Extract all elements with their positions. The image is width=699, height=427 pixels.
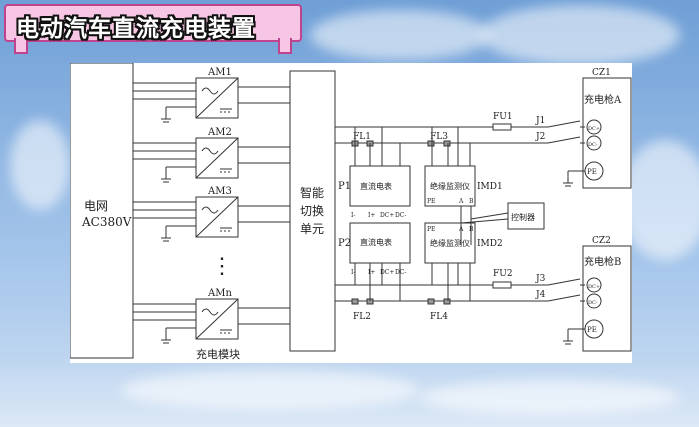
fuse-fu2 bbox=[492, 281, 512, 289]
grid-label-2: AC380V bbox=[81, 215, 132, 229]
cloud bbox=[480, 5, 680, 65]
module-label: AM3 bbox=[207, 186, 232, 197]
imd1-b: B bbox=[469, 198, 474, 205]
grid-label-1: 电网 bbox=[84, 199, 108, 213]
circuit-diagram: 电网 AC380V AM1 AM2 AM3 ⋮ AM bbox=[69, 62, 632, 361]
imd2-pe: PE bbox=[427, 226, 435, 233]
controller-box bbox=[507, 202, 545, 230]
imd2-label: IMD2 bbox=[477, 239, 503, 249]
gun-b-dc-plus: DC+ bbox=[588, 284, 600, 290]
gun-a-pe: PE bbox=[587, 168, 597, 176]
module-am1: AM1 bbox=[133, 67, 290, 123]
term: DC- bbox=[395, 212, 406, 219]
imd1-a: A bbox=[458, 198, 464, 205]
j2-label: J2 bbox=[535, 132, 545, 142]
cz2-label: CZ2 bbox=[592, 236, 611, 246]
imd1-label: IMD1 bbox=[477, 182, 503, 192]
fuse-fu1 bbox=[492, 123, 512, 131]
charge-gun-a-box bbox=[582, 77, 632, 189]
term: I+ bbox=[368, 212, 375, 219]
module-caption: 充电模块 bbox=[196, 347, 240, 361]
cz1-label: CZ1 bbox=[592, 68, 611, 78]
filter-fl4: FL4 bbox=[427, 298, 451, 322]
j1-label: J1 bbox=[535, 116, 545, 126]
cloud bbox=[310, 10, 490, 60]
cloud bbox=[10, 120, 70, 210]
term: I- bbox=[351, 212, 355, 219]
gun-b-label: 充电枪B bbox=[584, 255, 621, 268]
term: DC+ bbox=[380, 212, 394, 219]
filter-fl2: FL2 bbox=[351, 298, 374, 322]
page-title: 电动汽车直流充电装置 bbox=[16, 16, 256, 42]
switch-unit-box bbox=[289, 70, 336, 352]
charge-gun-b-box bbox=[582, 245, 632, 352]
module-am2: AM2 bbox=[133, 127, 290, 183]
switch-unit-line-1: 智能 bbox=[300, 185, 324, 200]
switch-unit-line-3: 单元 bbox=[300, 222, 324, 236]
background-wave bbox=[0, 357, 699, 427]
term: I- bbox=[351, 269, 355, 276]
meter-p1-label: 直流电表 bbox=[360, 181, 392, 191]
meter-p2-label: 直流电表 bbox=[360, 237, 392, 247]
cloud bbox=[420, 380, 680, 415]
fl2-label: FL2 bbox=[353, 312, 371, 322]
term: I+ bbox=[368, 269, 375, 276]
switch-unit-line-2: 切换 bbox=[300, 204, 324, 218]
p1-label: P1 bbox=[338, 181, 351, 192]
module-label: AM1 bbox=[207, 67, 232, 78]
term: DC- bbox=[395, 269, 406, 276]
p2-label: P2 bbox=[338, 238, 351, 249]
module-ellipsis: ⋮ bbox=[211, 254, 233, 279]
module-label: AM2 bbox=[207, 127, 232, 138]
gun-b-dc-minus: DC- bbox=[588, 300, 598, 306]
gun-b-pe: PE bbox=[587, 326, 597, 334]
fl3-label: FL3 bbox=[430, 132, 448, 142]
controller-label: 控制器 bbox=[511, 212, 535, 222]
imd1-box bbox=[424, 165, 476, 207]
module-amn: AMn bbox=[133, 288, 290, 344]
diagram-panel: 电网 AC380V AM1 AM2 AM3 ⋮ AM bbox=[69, 62, 632, 363]
cloud bbox=[120, 370, 420, 410]
gun-a-label: 充电枪A bbox=[584, 93, 622, 106]
imd1-pe: PE bbox=[427, 198, 435, 205]
title-banner: 电动汽车直流充电装置 bbox=[4, 4, 302, 54]
imd1-box-label: 绝缘监测仪 bbox=[430, 181, 470, 191]
meter-p2 bbox=[349, 222, 411, 264]
fu1-label: FU1 bbox=[493, 112, 513, 122]
imd2-box-label: 绝缘监测仪 bbox=[430, 238, 470, 248]
fl4-label: FL4 bbox=[430, 312, 448, 322]
imd2-a: A bbox=[458, 226, 464, 233]
gun-a-dc-minus: DC- bbox=[588, 142, 598, 148]
j4-label: J4 bbox=[535, 290, 546, 300]
imd2-box bbox=[424, 222, 476, 264]
module-label: AMn bbox=[207, 288, 232, 299]
fu2-label: FU2 bbox=[493, 269, 513, 279]
fl1-label: FL1 bbox=[353, 132, 371, 142]
filter-fl3: FL3 bbox=[427, 132, 451, 147]
term: DC+ bbox=[380, 269, 394, 276]
gun-a-dc-plus: DC+ bbox=[588, 126, 600, 132]
j3-label: J3 bbox=[535, 274, 546, 284]
meter-p1 bbox=[349, 165, 411, 207]
cloud bbox=[620, 140, 699, 260]
imd2-b: B bbox=[469, 226, 474, 233]
module-am3: AM3 bbox=[133, 186, 290, 242]
